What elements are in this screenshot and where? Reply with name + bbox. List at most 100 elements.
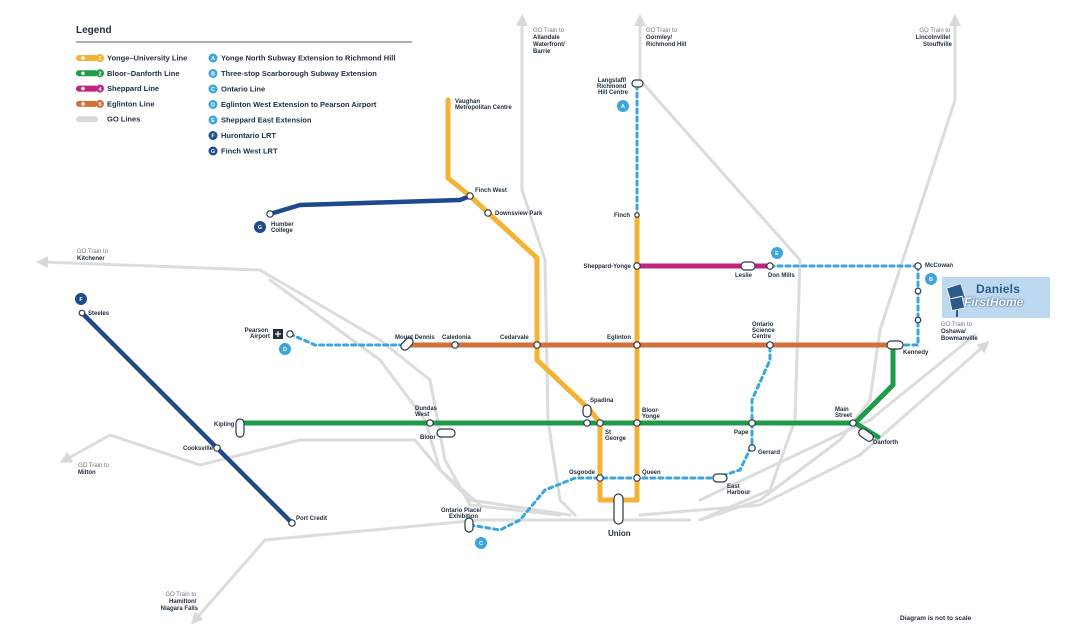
legend-line-number-badge <box>96 54 104 62</box>
station-bloor-yonge <box>633 419 641 427</box>
legend-line-number-badge <box>96 99 104 108</box>
label-queen: Queen <box>642 470 661 476</box>
legend-title: Legend <box>76 25 112 36</box>
label-bloor: Bloor <box>420 435 436 441</box>
go-lines <box>36 13 990 625</box>
legend-project-badge <box>208 131 218 140</box>
legend-line-number: 5 <box>98 102 101 108</box>
go-line-milton <box>59 433 572 517</box>
legend-line-label: Eglinton Line <box>107 99 155 108</box>
legend-line-number: 4 <box>98 87 102 93</box>
label-union: Union <box>608 529 631 538</box>
label-cooksville: Cooksville <box>183 446 214 452</box>
legend-project-badge <box>208 53 218 63</box>
station-union <box>613 493 624 525</box>
legend-line-number: 1 <box>98 56 101 62</box>
station-b-mid1 <box>914 287 922 295</box>
lrt-hurontario <box>79 310 295 526</box>
legend-project-label: Sheppard East Extension <box>221 116 312 125</box>
legend-line-4: GO Lines <box>76 115 140 124</box>
lrt-finch-west <box>267 193 473 217</box>
go-line-stouffville <box>698 13 961 522</box>
label-sheppard-yonge: Sheppard-Yonge <box>583 264 631 270</box>
label-st-george: St George <box>605 430 627 442</box>
station-port-credit <box>288 519 296 527</box>
label-finch: Finch <box>614 213 630 219</box>
station-ontario-science <box>766 341 774 349</box>
station-kipling <box>235 418 245 438</box>
label-humber: Humber College <box>271 222 295 234</box>
svg-text:D: D <box>283 347 287 353</box>
legend-project-letter: F <box>211 134 215 140</box>
go-line-richmond-hill <box>634 13 802 522</box>
station-steeles <box>78 309 86 317</box>
legend-line-dot <box>81 71 85 76</box>
label-leslie: Leslie <box>735 273 753 279</box>
svg-text:C: C <box>479 541 483 547</box>
badge-f-icon <box>75 293 87 305</box>
station-finch <box>634 212 640 218</box>
label-osgoode: Osgoode <box>569 470 596 476</box>
station-queen <box>633 474 641 482</box>
label-downsview: Downsview Park <box>495 211 543 217</box>
go-label-hamilton: GO Train to Hamilton/ Niagara Falls <box>161 592 199 612</box>
brand-line1: Daniels <box>976 282 1021 296</box>
station-mount-dennis <box>400 337 414 351</box>
station-dundas-west <box>426 419 434 427</box>
legend-line-number-badge <box>96 84 104 93</box>
go-label-milton: GO Train to Milton <box>78 463 111 476</box>
legend-project-badge <box>208 115 218 125</box>
legend-line-swatch <box>76 116 98 123</box>
legend-line-dot <box>81 102 85 106</box>
label-don-mills: Don Mills <box>768 273 795 279</box>
badge-b-icon <box>925 273 937 285</box>
legend-project-label: Hurontario LRT <box>221 131 276 140</box>
label-spadina: Spadina <box>590 398 614 404</box>
svg-text:G: G <box>258 225 262 231</box>
station-gerrard <box>748 444 756 452</box>
badge-g-icon <box>254 221 266 233</box>
label-ontario-science: Ontario Science Centre <box>752 322 776 340</box>
go-label-oshawa: GO Train to Oshawa/ Bowmanville <box>941 322 978 342</box>
go-line-kitchener <box>36 256 562 517</box>
label-port-credit: Port Credit <box>296 516 327 522</box>
station-kennedy <box>886 340 904 350</box>
label-langstaff: Langstaff/ Richmond Hill Centre <box>597 78 629 96</box>
legend-project-letter: A <box>211 56 215 62</box>
station-eglinton <box>633 341 641 349</box>
legend-project-f: F Hurontario LRT <box>208 131 276 140</box>
legend-project-badge <box>208 100 218 109</box>
go-label-allandale: GO Train to Allandale Waterfront/ Barrie <box>533 28 566 55</box>
station-spadina-2 <box>583 419 591 427</box>
go-label-lincolnville: GO Train to Lincolnville/ Stouffville <box>916 28 953 48</box>
station-sheppard-yonge <box>633 262 641 270</box>
legend-project-letter: G <box>211 149 215 155</box>
legend-line-number-badge <box>96 69 104 78</box>
legend-line-dot <box>81 56 85 60</box>
station-downsview <box>484 209 492 217</box>
station-finch-west <box>466 192 474 200</box>
svg-text:A: A <box>621 104 625 110</box>
legend-line-swatch <box>76 70 98 77</box>
legend-line-swatch <box>76 100 98 107</box>
badge-c-icon <box>475 537 487 549</box>
label-mount-dennis: Mount Dennis <box>395 335 435 341</box>
label-bloor-yonge: Bloor- Yonge <box>642 408 661 420</box>
legend-project-badge <box>208 69 218 78</box>
extension-d-eglinton-west <box>288 332 407 347</box>
station-ontario-place <box>464 517 474 533</box>
brand-logo: Daniels FirstHome <box>942 277 1050 318</box>
station-pearson <box>286 330 294 338</box>
project-badges: A B C D E F G <box>75 100 937 549</box>
lrt-lines <box>79 193 473 526</box>
label-gerrard: Gerrard <box>758 450 780 456</box>
station-cooksville <box>213 444 221 452</box>
label-danforth: Danforth <box>873 440 898 446</box>
